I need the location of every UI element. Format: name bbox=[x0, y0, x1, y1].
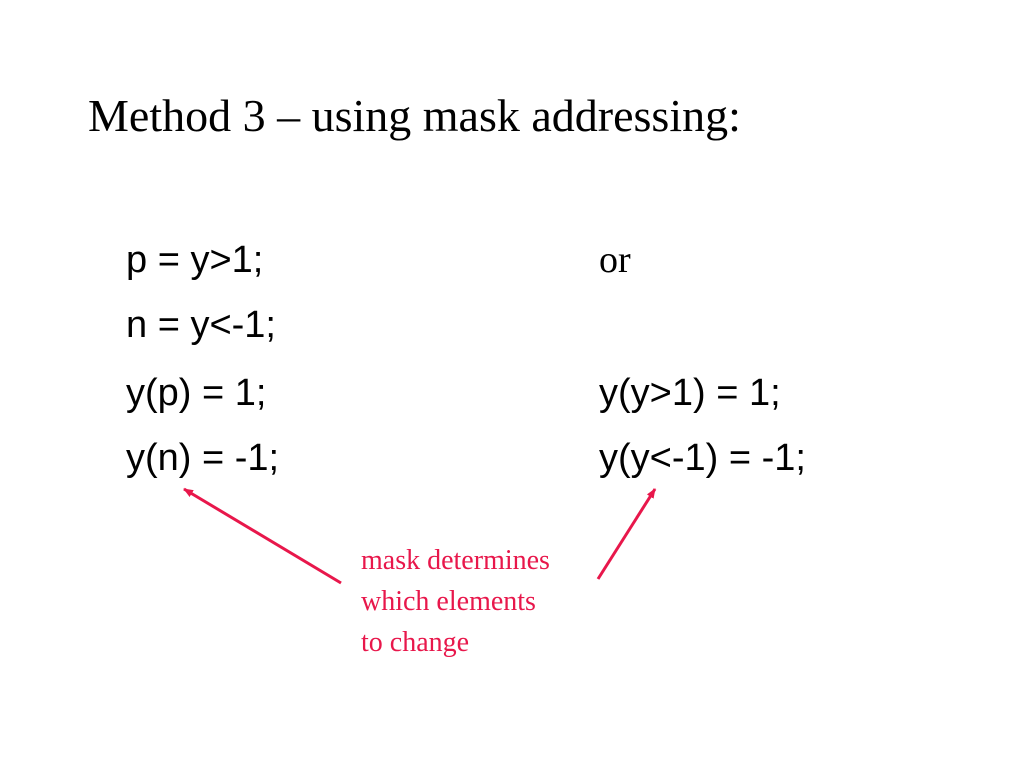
annotation-line: to change bbox=[361, 627, 470, 658]
code-line-y-gt-assign: y(y>1) = 1; bbox=[599, 372, 781, 414]
code-line-n-mask: n = y<-1; bbox=[126, 304, 276, 346]
code-line-p-mask: p = y>1; bbox=[126, 239, 264, 281]
annotation-line: which elements bbox=[361, 586, 536, 617]
or-label: or bbox=[599, 239, 631, 281]
code-line-y-n-assign: y(n) = -1; bbox=[126, 437, 280, 479]
code-line-y-p-assign: y(p) = 1; bbox=[126, 372, 267, 414]
code-line-y-lt-assign: y(y<-1) = -1; bbox=[599, 437, 806, 479]
left-arrow bbox=[183, 487, 342, 585]
annotation-line: mask determines bbox=[361, 545, 550, 576]
annotation-text: mask determines which elements to change bbox=[361, 540, 550, 663]
right-arrow bbox=[596, 488, 657, 580]
slide-title: Method 3 – using mask addressing: bbox=[88, 90, 741, 141]
